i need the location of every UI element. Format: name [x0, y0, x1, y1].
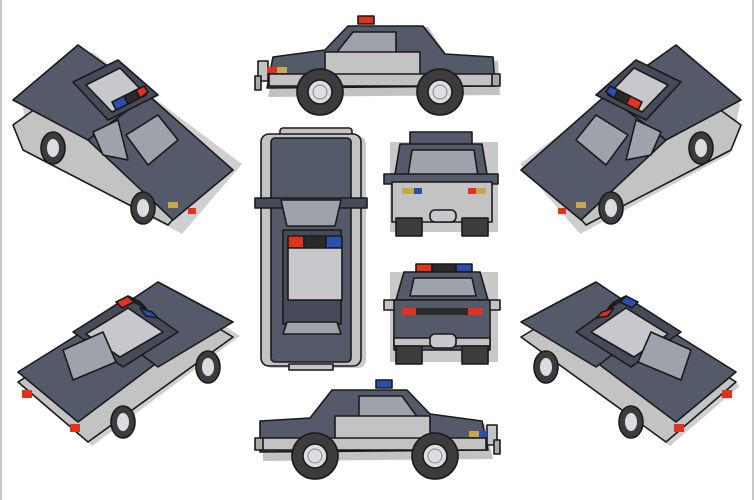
wheel	[40, 131, 66, 165]
car-iso-front-left-view	[12, 44, 242, 234]
car-rear-view	[383, 263, 501, 365]
lightbar-rear	[415, 263, 473, 273]
car-iso-front-right-view	[520, 44, 742, 234]
lightbar-top	[287, 235, 343, 249]
right-border	[752, 0, 754, 500]
lightbar	[111, 85, 149, 111]
car-side-right-view	[254, 379, 501, 480]
roof-beacon-blue	[375, 379, 393, 389]
car-top-view	[254, 127, 368, 371]
car-iso-rear-right-view	[520, 281, 740, 446]
wheel-front	[296, 68, 344, 116]
car-front-view	[383, 131, 499, 237]
wheel-rear	[291, 432, 339, 480]
wheel-front	[411, 432, 459, 480]
roof-beacon-red	[357, 15, 375, 25]
wheel-rear	[416, 68, 464, 116]
left-border	[0, 0, 2, 500]
car-iso-rear-left-view	[17, 281, 240, 446]
wheel	[130, 191, 156, 225]
car-side-left-view	[254, 15, 501, 116]
